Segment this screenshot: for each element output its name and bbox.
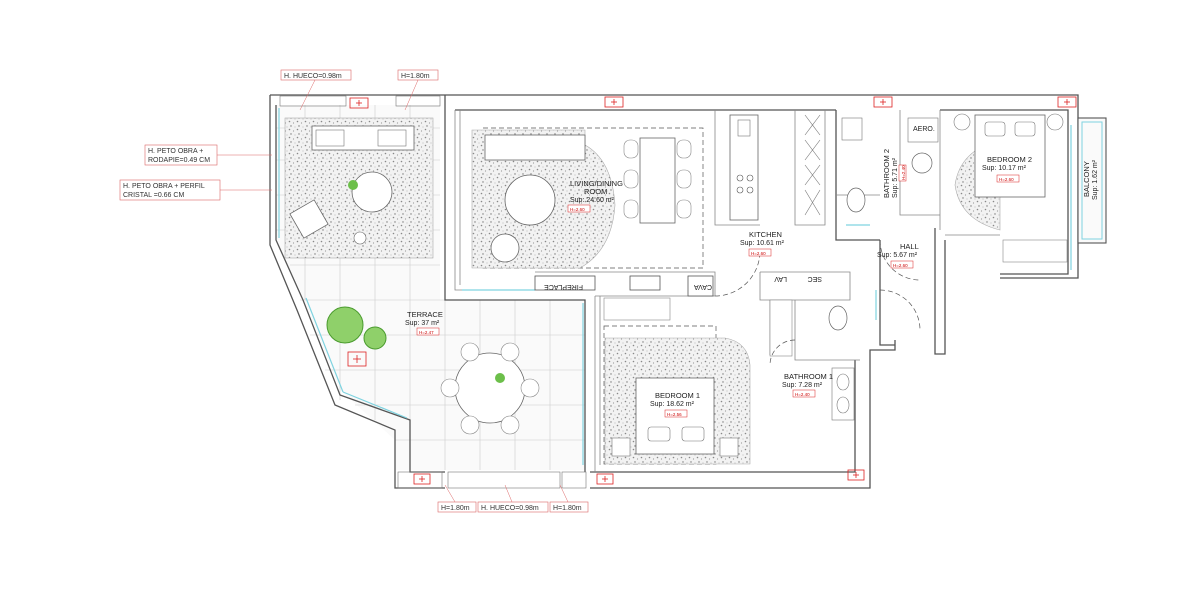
bathroom-2-label: BATHROOM 2 <box>882 149 891 198</box>
hall-height-tag: H=2.60 <box>893 263 908 268</box>
section-markers <box>347 96 1077 485</box>
bedroom-1-area: Sup: 18.62 m² <box>650 401 695 408</box>
fireplace-label: FIREPLACE <box>544 283 583 290</box>
bathroom-1-fixtures <box>769 299 855 421</box>
kitchen-height-tag: H=2.60 <box>751 251 766 256</box>
terrace-plants <box>326 306 387 350</box>
living-label-2: ROOM <box>584 187 607 196</box>
bedroom-2-furniture <box>953 113 1068 263</box>
height-tag-frames <box>416 164 1020 418</box>
bathroom-1-label: BATHROOM 1 <box>784 372 833 381</box>
peto-rodapie-callout-2: RODAPIE=0.49 CM <box>148 157 210 164</box>
bathroom-1-area: Sup: 7.28 m² <box>782 382 823 389</box>
fixture-labels: FIREPLACE CAVA LAV SEC AERO. <box>544 126 935 290</box>
bathroom-2-area: Sup: 5.71 m² <box>892 157 899 198</box>
terrace-lounge <box>284 117 434 259</box>
door-swings <box>714 239 921 366</box>
aero-label: AERO. <box>913 126 935 133</box>
bedroom-1-height-tag: H=2.56 <box>667 412 682 417</box>
cava-label: CAVA <box>694 283 712 290</box>
living-label-1: LIVING/DINING <box>570 179 623 188</box>
peto-perfil-callout-1: H. PETO OBRA + PERFIL <box>123 183 205 190</box>
callout-labels: H. HUECO=0.98m H=1.80m H. PETO OBRA + RO… <box>123 73 582 512</box>
bedroom-2-height-tag: H=2.60 <box>999 177 1014 182</box>
peto-rodapie-callout-1: H. PETO OBRA + <box>148 148 203 155</box>
bathroom-1-height-tag: H=2.40 <box>795 392 810 397</box>
balcony-label: BALCONY <box>1082 161 1091 197</box>
terrace-height-tag: H=2.47 <box>419 330 434 335</box>
bottom-height-right-callout: H=1.80m <box>553 505 582 512</box>
bedroom-1-furniture <box>603 297 751 465</box>
exterior-walls <box>269 94 1079 489</box>
kitchen-area: Sup: 10.61 m² <box>740 240 785 247</box>
kitchen-island <box>729 114 759 221</box>
callouts <box>119 69 589 513</box>
balcony-area: Sup: 1.62 m² <box>1092 159 1099 200</box>
living-dining-furniture <box>471 127 704 269</box>
terrace-label: TERRACE <box>407 310 443 319</box>
bedroom-1-label: BEDROOM 1 <box>655 391 700 400</box>
bathroom-2-fixtures <box>841 117 939 213</box>
peto-perfil-callout-2: CRISTAL =0.66 CM <box>123 192 184 199</box>
bottom-hueco-callout: H. HUECO=0.98m <box>481 505 539 512</box>
balcony <box>1077 117 1107 244</box>
hall-area: Sup: 5.67 m² <box>877 252 918 259</box>
bedroom-2-label: BEDROOM 2 <box>987 155 1032 164</box>
bathroom-2-height-tag: H=2.40 <box>901 165 906 180</box>
top-hueco-callout: H. HUECO=0.98m <box>284 73 342 80</box>
bedroom-2-area: Sup: 10.17 m² <box>982 165 1027 172</box>
height-tags: H=2.60 H=2.60 H=2.60 H=2.47 H=2.56 H=2.6… <box>419 165 1014 417</box>
terrace-dining <box>440 342 540 435</box>
room-labels: LIVING/DINING ROOM Sup: 24.60 m² KITCHEN… <box>405 149 1099 408</box>
fireplace-unit <box>534 275 714 297</box>
sec-label: SEC <box>808 275 822 282</box>
kitchen-label: KITCHEN <box>749 230 782 239</box>
lav-label: LAV <box>774 275 787 282</box>
bottom-height-left-callout: H=1.80m <box>441 505 470 512</box>
top-window-bays <box>279 95 587 489</box>
hall-label: HALL <box>900 242 919 251</box>
living-height-tag: H=2.60 <box>570 207 585 212</box>
terrace-area: Sup: 37 m² <box>405 320 440 327</box>
living-area: Sup: 24.60 m² <box>570 197 615 204</box>
top-height-callout: H=1.80m <box>401 73 430 80</box>
